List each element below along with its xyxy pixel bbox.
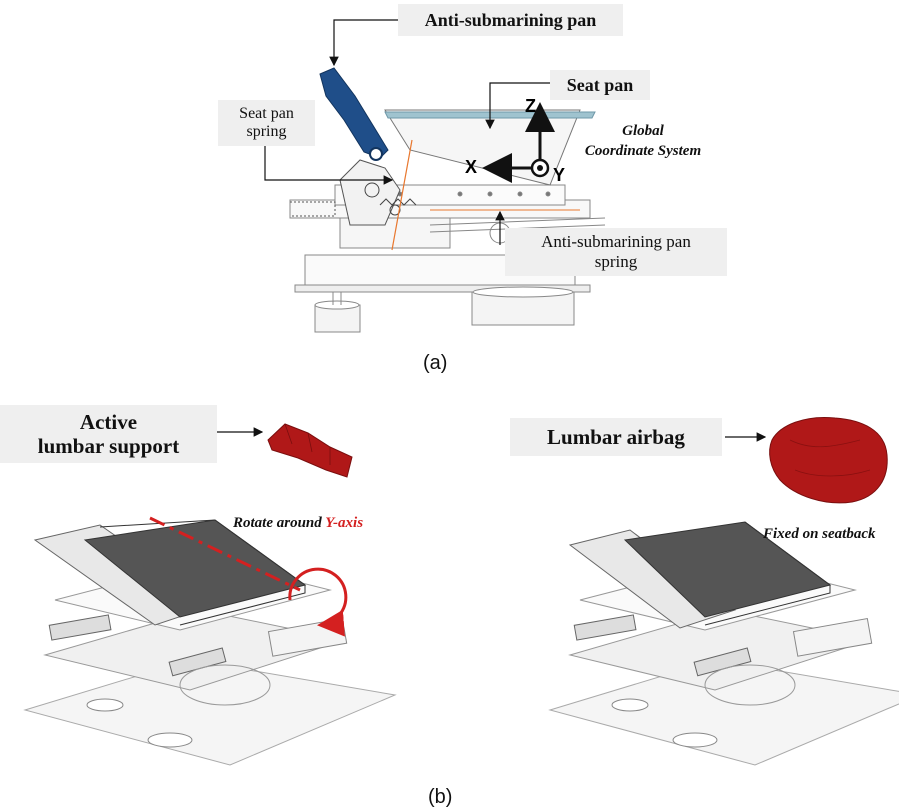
pivot-icon xyxy=(369,147,383,161)
label-lumbar-airbag-text: Lumbar airbag xyxy=(547,424,685,449)
note-rotate-axis: Y-axis xyxy=(325,515,364,531)
label-anti-submarining-pan-spring: Anti-submarining pan spring xyxy=(505,228,727,276)
axis-label-z: Z xyxy=(525,96,536,116)
label-anti-submarining-pan: Anti-submarining pan xyxy=(398,4,623,36)
label-asp-spring-line1: Anti-submarining pan xyxy=(541,232,691,252)
label-lumbar-airbag: Lumbar airbag xyxy=(510,418,722,456)
seat-assembly-left xyxy=(23,516,397,766)
label-active-lumbar-line1: Active xyxy=(79,409,138,434)
label-anti-submarining-pan-text: Anti-submarining pan xyxy=(424,9,597,30)
label-global-cs-line2: Coordinate System xyxy=(584,142,702,159)
label-global-cs-line1: Global xyxy=(622,123,664,139)
axis-label-x: X xyxy=(465,157,478,177)
anti-submarining-pan-part xyxy=(319,67,389,159)
label-active-lumbar-line2: lumbar support xyxy=(37,434,180,458)
note-rotate-around-y: Rotate around Y-axis xyxy=(233,515,363,532)
lumbar-airbag-part xyxy=(769,416,888,504)
label-seat-pan-text: Seat pan xyxy=(566,74,634,95)
active-lumbar-support-part xyxy=(267,423,353,478)
label-seat-pan-spring-line2: spring xyxy=(246,123,287,140)
note-fixed-on-seatback: Fixed on seatback xyxy=(763,526,876,542)
label-asp-spring-line2: spring xyxy=(594,252,638,271)
caption-a: (a) xyxy=(423,352,448,374)
label-global-coordinate-system: Global Coordinate System xyxy=(578,122,708,161)
label-seat-pan-spring: Seat pan spring xyxy=(218,100,315,146)
note-rotate-prefix: Rotate around xyxy=(233,515,326,531)
seat-assembly-right xyxy=(548,521,899,766)
label-active-lumbar-support: Active lumbar support xyxy=(0,405,217,463)
axis-label-y: Y xyxy=(553,165,566,185)
leader-lines-a xyxy=(264,19,550,245)
seat-mechanism-side-view xyxy=(289,109,606,333)
coordinate-system-icon xyxy=(482,102,555,183)
caption-b: (b) xyxy=(428,786,453,808)
label-seat-pan-spring-line1: Seat pan xyxy=(239,104,294,122)
label-seat-pan: Seat pan xyxy=(550,70,650,100)
